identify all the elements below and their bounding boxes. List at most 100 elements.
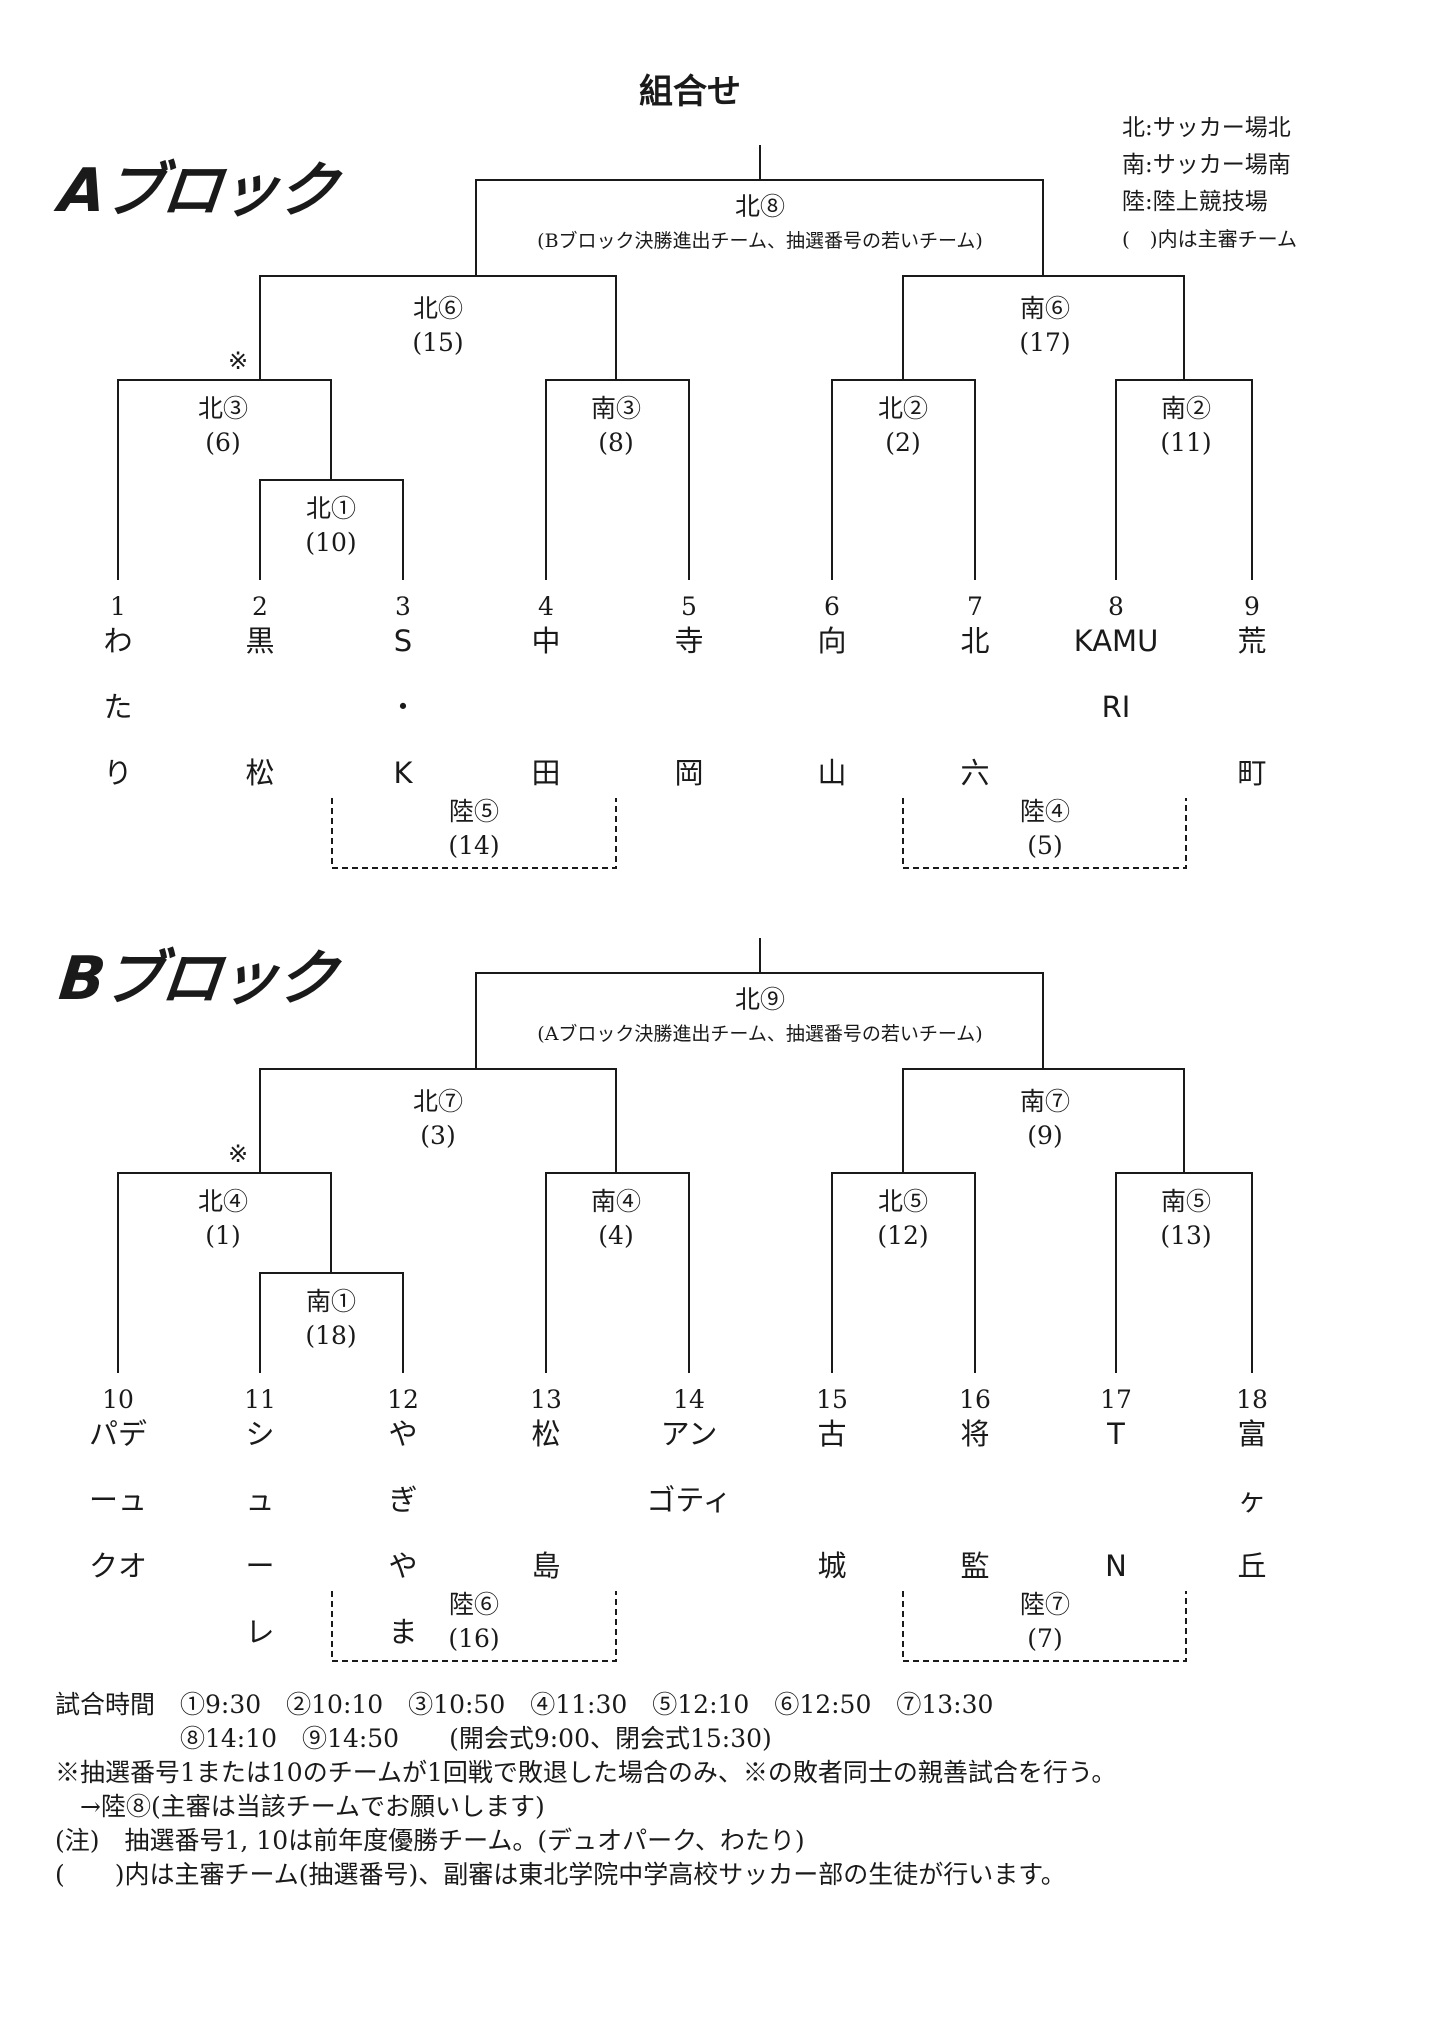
team-name-char: レ <box>245 1615 275 1649</box>
team-name-char: 黒 <box>245 624 275 658</box>
team-name: 黒松 <box>245 608 274 806</box>
match-code: 北② <box>877 394 929 423</box>
team-name-char: S <box>393 624 413 658</box>
team-name-char: や <box>388 1417 418 1451</box>
team-name-char: 北 <box>960 624 990 658</box>
team-name-char: N <box>1105 1549 1127 1583</box>
match-code: 南④ <box>590 1187 642 1216</box>
match-line-q1 <box>117 379 332 580</box>
team-name: わたり <box>103 608 132 806</box>
referee-team: (17) <box>1019 328 1071 357</box>
match-code: 北① <box>305 494 357 523</box>
quarter-2-label: 南③(8) <box>591 392 641 460</box>
match-code: 北⑥ <box>412 294 464 323</box>
team-name-char: 寺 <box>674 624 704 658</box>
legend-item: ( )内は主審チーム <box>1122 227 1298 251</box>
match-code: 陸⑥ <box>448 1590 500 1619</box>
referee-team: (13) <box>1160 1221 1212 1250</box>
team-name: S・K <box>388 608 417 806</box>
team-name-char: クオ <box>88 1549 148 1583</box>
note-line: →陸⑧(主審は当該チームでお願いします) <box>55 1792 545 1821</box>
referee-team: (8) <box>598 428 634 457</box>
team-name-char: シ <box>245 1417 275 1451</box>
note-line: (注) 抽選番号1, 10は前年度優勝チーム。(デュオパーク、わたり) <box>55 1826 805 1855</box>
referee-team: (11) <box>1160 428 1212 457</box>
quarter-3-label: 北② (2) <box>878 392 928 460</box>
match-code: 北⑤ <box>877 1187 929 1216</box>
draw-number: 8 <box>1108 592 1124 621</box>
draw-number: 5 <box>681 592 697 621</box>
quarter-2-label: 南④ (4) <box>591 1185 641 1253</box>
draw-number: 4 <box>538 592 554 621</box>
draw-number: 2 <box>252 592 268 621</box>
team-name-char: ュ <box>245 1483 275 1517</box>
team-name-char: 岡 <box>674 756 704 790</box>
team-name-char: り <box>103 756 133 790</box>
team-name-char: T <box>1107 1417 1125 1451</box>
team-name-char: た <box>103 690 133 724</box>
team-name-char: ゴティ <box>646 1483 732 1517</box>
match-code: 北⑧ <box>734 192 785 221</box>
team-name: 古城 <box>817 1401 846 1599</box>
referee-team: (2) <box>885 428 921 457</box>
team-name-char: 丘 <box>1237 1549 1267 1583</box>
referee-team: (18) <box>305 1321 357 1350</box>
note-line: 試合時間 ①9:30 ②10:10 ③10:50 ④11:30 ⑤12:10 ⑥… <box>55 1690 994 1719</box>
team-name-char: 荒 <box>1237 624 1267 658</box>
referee-team: (16) <box>448 1624 500 1653</box>
team-name-char: 向 <box>817 624 847 658</box>
match-code: 南⑤ <box>1160 1187 1212 1216</box>
team-name-char: 監 <box>960 1549 990 1583</box>
draw-number: 1 <box>110 592 126 621</box>
venue-legend: 北:サッカー場北 南:サッカー場南 陸:陸上競技場 ( )内は主審チーム <box>1122 110 1297 258</box>
quarter-3-label: 北⑤ (12) <box>877 1185 928 1253</box>
page-title: 組合せ <box>639 72 741 112</box>
semi-right-label: 南⑦(9) <box>1020 1085 1070 1153</box>
quarter-4-label: 南② (11) <box>1160 392 1211 460</box>
team-name: 中田 <box>531 608 560 806</box>
friendly-left-label: 陸⑥ (16) <box>448 1588 499 1656</box>
referee-team: (4) <box>598 1221 634 1250</box>
draw-number: 6 <box>824 592 840 621</box>
draw-number: 17 <box>1100 1385 1132 1414</box>
round-1-label: 南①(18) <box>305 1285 356 1353</box>
friendly-line-left <box>331 798 617 869</box>
team-name-char: ヶ <box>1237 1483 1267 1517</box>
legend-item: 陸:陸上競技場 <box>1122 189 1268 215</box>
friendly-left-label: 陸⑤(14) <box>448 795 499 863</box>
team-name-char: 島 <box>531 1549 561 1583</box>
team-name: 松島 <box>531 1401 560 1599</box>
team-name-char: RI <box>1101 690 1131 724</box>
match-code: 南⑥ <box>1019 294 1071 323</box>
semi-right-label: 南⑥ (17) <box>1019 292 1070 360</box>
match-code: 南② <box>1160 394 1212 423</box>
draw-number: 3 <box>395 592 411 621</box>
friendly-line-right <box>902 798 1187 869</box>
team-name-char <box>817 1467 846 1533</box>
team-name-char: ー <box>245 1549 275 1583</box>
referee-team: (12) <box>877 1221 929 1250</box>
final-match-label: 北⑨(Aブロック決勝進出チーム、抽選番号の若いチーム) <box>537 983 982 1051</box>
team-name-char: ま <box>388 1615 418 1649</box>
team-name-char: 中 <box>531 624 561 658</box>
team-name-char: 六 <box>960 756 990 790</box>
match-note: (Bブロック決勝進出チーム、抽選番号の若いチーム) <box>537 230 983 252</box>
draw-number: 14 <box>673 1385 705 1414</box>
match-code: 陸⑤ <box>448 797 500 826</box>
team-name-char: わ <box>103 624 133 658</box>
match-line-semi-left <box>259 1068 617 1173</box>
team-name: シューレ <box>245 1401 274 1665</box>
team-name-char: 富 <box>1237 1417 1267 1451</box>
quarter-1-label: 北③(6) <box>198 392 248 460</box>
match-note: (Aブロック決勝進出チーム、抽選番号の若いチーム) <box>537 1023 983 1045</box>
match-code: 北④ <box>197 1187 249 1216</box>
draw-number: 9 <box>1244 592 1260 621</box>
referee-team: (1) <box>205 1221 241 1250</box>
team-name: 寺岡 <box>674 608 703 806</box>
draw-number: 7 <box>967 592 983 621</box>
draw-number: 13 <box>530 1385 562 1414</box>
team-name: アンゴティ <box>646 1401 731 1533</box>
team-name: 向山 <box>817 608 846 806</box>
